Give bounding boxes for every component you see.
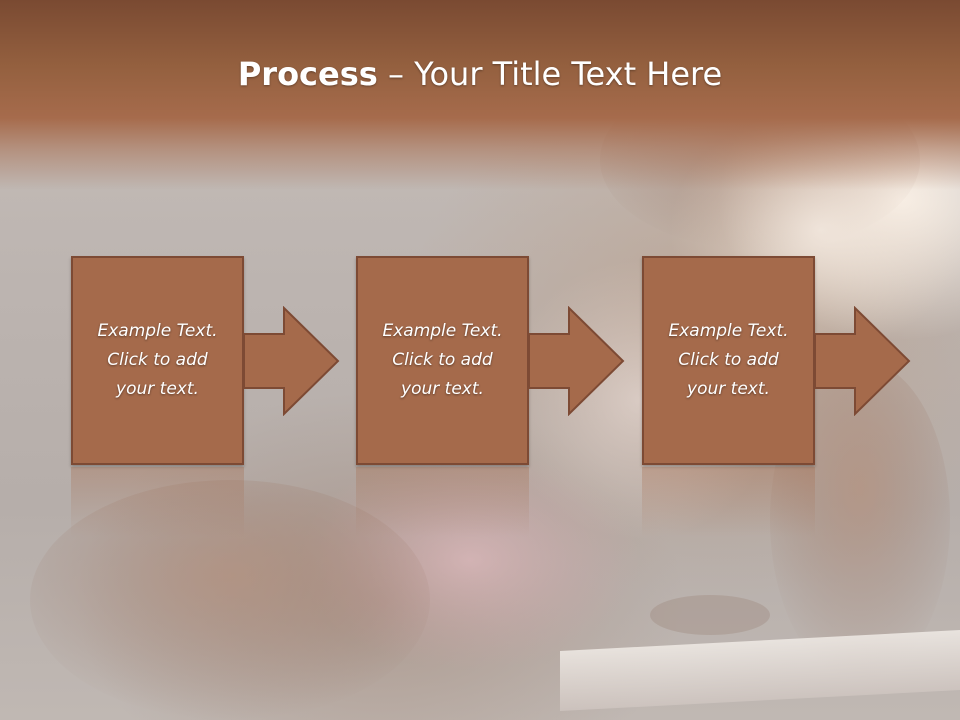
process-step-3-reflection — [642, 467, 815, 537]
process-step-2-box[interactable]: Example Text. Click to add your text. — [356, 256, 529, 465]
step-2-line-3: your text. — [401, 379, 484, 399]
title-rest-part: – Your Title Text Here — [377, 55, 723, 93]
step-1-line-2: Click to add — [107, 350, 208, 370]
title-band — [0, 0, 960, 190]
step-1-line-3: your text. — [116, 379, 199, 399]
title-bold-part: Process — [237, 55, 378, 93]
step-2-line-2: Click to add — [392, 350, 493, 370]
step-2-line-1: Example Text. — [382, 321, 503, 341]
step-3-line-1: Example Text. — [668, 321, 789, 341]
right-arrow-icon — [815, 306, 911, 416]
process-step-3-text[interactable]: Example Text. Click to add your text. — [649, 317, 809, 404]
process-step-1-text[interactable]: Example Text. Click to add your text. — [78, 317, 238, 404]
process-step-2-text[interactable]: Example Text. Click to add your text. — [363, 317, 523, 404]
right-arrow-icon — [529, 306, 625, 416]
slide-title[interactable]: Process – Your Title Text Here — [0, 52, 960, 96]
process-step-3-box[interactable]: Example Text. Click to add your text. — [642, 256, 815, 465]
right-arrow-icon — [244, 306, 340, 416]
process-step-2-reflection — [356, 467, 529, 537]
step-3-line-2: Click to add — [678, 350, 779, 370]
process-step-1-reflection — [71, 467, 244, 537]
step-3-line-3: your text. — [687, 379, 770, 399]
step-1-line-1: Example Text. — [97, 321, 218, 341]
process-step-1-box[interactable]: Example Text. Click to add your text. — [71, 256, 244, 465]
